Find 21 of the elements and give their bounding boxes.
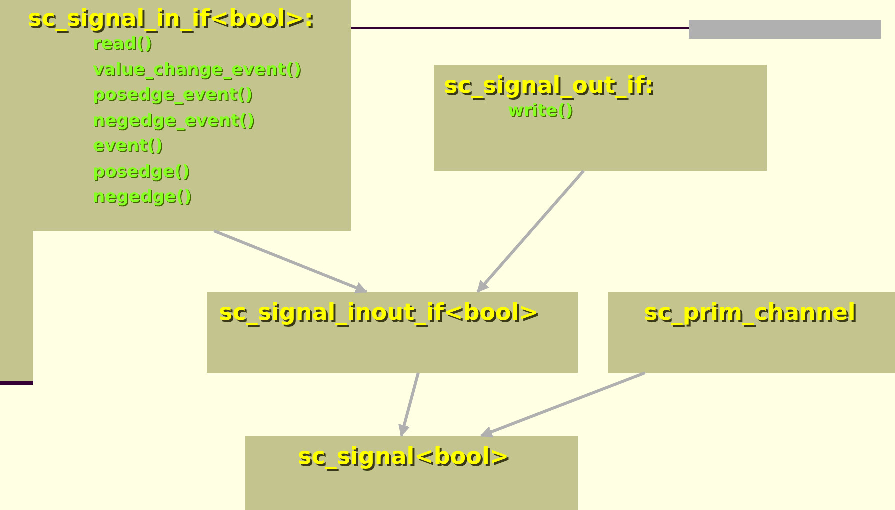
method-name: posedge_event() (93, 84, 254, 108)
arrow (398, 372, 420, 438)
interface-box (434, 65, 767, 171)
arrow (480, 372, 646, 438)
class-name: sc_signal_in_if<bool>: (28, 6, 314, 32)
method-name: negedge_event() (93, 110, 256, 133)
method-name: write() (508, 100, 574, 124)
arrow (214, 230, 368, 294)
class-name: sc_signal_inout_if<bool> (219, 300, 540, 326)
method-name: value_change_event() (93, 58, 302, 82)
arrow (476, 170, 585, 293)
interface-box (245, 436, 578, 510)
method-name: event() (93, 135, 164, 158)
method-name: read() (93, 33, 154, 56)
interface-box (207, 292, 578, 373)
interface-box (608, 292, 895, 373)
method-name: negedge() (93, 186, 193, 210)
class-name: sc_prim_channel (644, 300, 857, 326)
class-name: sc_signal_out_if: (444, 73, 655, 100)
class-name: sc_signal<bool> (298, 444, 510, 470)
method-name: posedge() (93, 160, 191, 184)
